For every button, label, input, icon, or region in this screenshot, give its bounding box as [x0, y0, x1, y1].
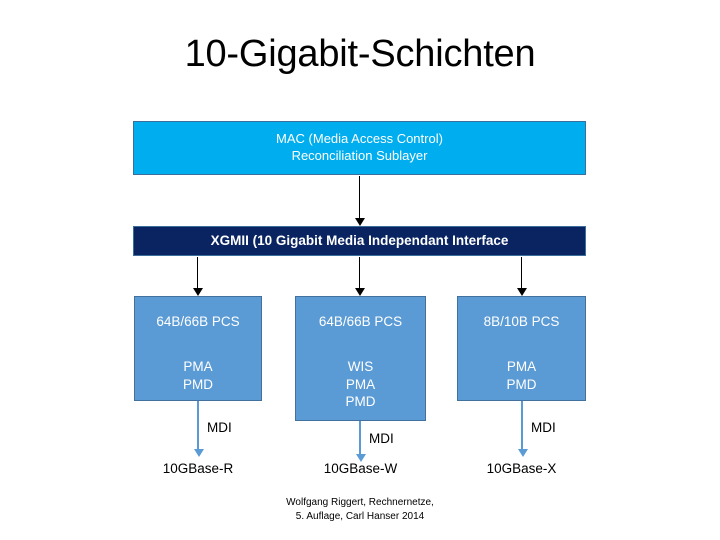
arrow-mdi-column-2-icon	[355, 421, 366, 462]
base-label-column-3: 10GBase-X	[486, 461, 557, 476]
layer-stack-column-2: 64B/66B PCS WIS PMA PMD	[295, 296, 426, 421]
arrow-mdi-column-3-icon	[517, 401, 528, 457]
mdi-label-column-3: MDI	[531, 420, 556, 435]
arrow-xgmii-to-column-1-icon	[192, 257, 203, 296]
mdi-label-column-2: MDI	[369, 431, 394, 446]
sublayer-column-2-2: PMD	[345, 393, 376, 409]
layer-stack-column-1: 64B/66B PCS PMA PMD	[134, 296, 262, 401]
page-title: 10-Gigabit-Schichten	[184, 33, 536, 75]
sublayer-column-3-1: PMD	[506, 376, 537, 392]
arrow-mdi-column-1-icon	[193, 401, 204, 457]
base-label-column-1: 10GBase-R	[162, 461, 234, 476]
mac-box-line-1: MAC (Media Access Control)	[276, 131, 443, 147]
xgmii-box-label: XGMII (10 Gigabit Media Independant Inte…	[210, 233, 509, 249]
source-line-2: 5. Auflage, Carl Hanser 2014	[295, 510, 425, 522]
sublayer-column-1-0: PMA	[183, 359, 213, 375]
arrow-xgmii-to-column-2-icon	[354, 257, 365, 296]
mdi-label-column-1: MDI	[207, 420, 232, 435]
sublayer-column-3-0: PMA	[506, 359, 537, 375]
base-label-column-2: 10GBase-W	[323, 461, 398, 476]
layer-stack-column-3: 8B/10B PCS PMA PMD	[457, 296, 586, 401]
mac-box-line-2: Reconciliation Sublayer	[291, 148, 428, 163]
sublayer-column-2-0: WIS	[347, 359, 374, 375]
pcs-label-column-3: 8B/10B PCS	[483, 314, 560, 329]
source-citation: Wolfgang Riggert, Rechnernetze, 5. Aufla…	[0, 496, 720, 523]
mac-reconciliation-box: MAC (Media Access Control) Reconciliatio…	[133, 121, 586, 175]
source-line-1: Wolfgang Riggert, Rechnernetze,	[286, 497, 434, 508]
pcs-label-column-2: 64B/66B PCS	[318, 314, 403, 329]
sublayer-column-2-1: PMA	[345, 376, 376, 392]
sublayer-column-1-1: PMD	[183, 376, 213, 392]
arrow-mac-to-xgmii-icon	[354, 176, 365, 226]
arrow-xgmii-to-column-3-icon	[516, 257, 527, 296]
xgmii-box: XGMII (10 Gigabit Media Independant Inte…	[133, 226, 586, 256]
pcs-label-column-1: 64B/66B PCS	[156, 314, 240, 329]
